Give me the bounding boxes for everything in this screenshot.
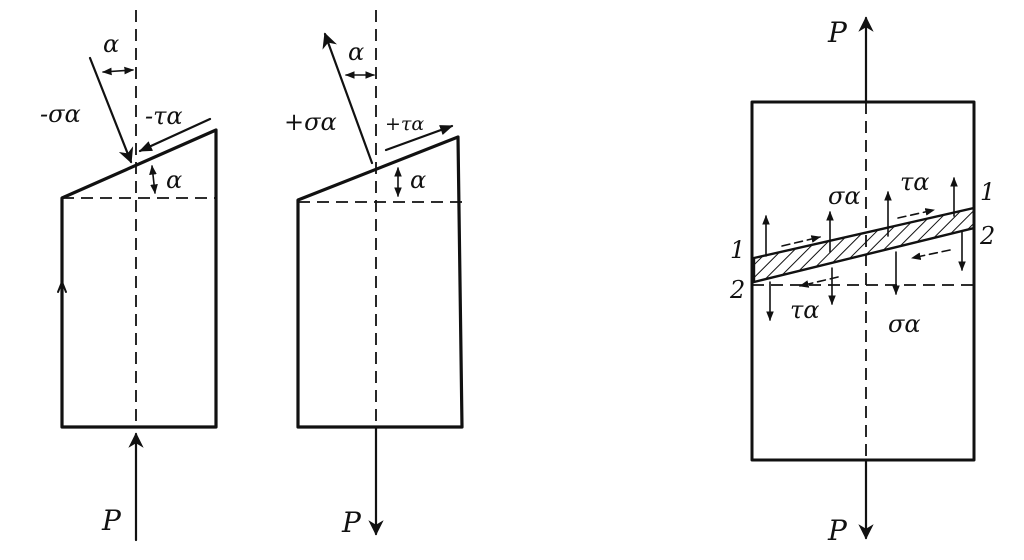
alpha-label-top-2: α	[348, 38, 364, 66]
sigma-arrow-1	[88, 56, 134, 164]
tau-right-arrow-a	[781, 235, 821, 247]
alpha-label-cut-2: α	[410, 166, 426, 194]
layer-label-1-right: 1	[980, 178, 995, 206]
tau-left-arrow-a	[799, 276, 839, 288]
body-outline-1	[60, 128, 218, 429]
edge-arrow-mark	[57, 281, 67, 293]
tau-label-lower: τα	[790, 296, 819, 324]
alpha-arc-top-1	[102, 66, 134, 76]
minus-tau-label: -τα	[145, 102, 183, 130]
layer-label-2-left: 2	[729, 276, 745, 304]
sigma-arrow-2	[322, 32, 374, 165]
figure-compression: α -σα -τα α P	[40, 10, 218, 542]
plus-tau-label: +τα	[385, 113, 424, 135]
alpha-label-cut-1: α	[166, 166, 182, 194]
body-outline-2	[296, 135, 464, 429]
alpha-arc-cut-1	[149, 165, 158, 194]
sigma-label-upper: σα	[828, 182, 861, 210]
plus-sigma-label: +σα	[284, 108, 337, 136]
tau-right-arrow-b	[897, 208, 935, 219]
alpha-label-top-1: α	[103, 30, 119, 58]
body-outline-3	[750, 100, 976, 462]
tau-arrow-1	[138, 117, 212, 153]
layer-label-1-left: 1	[730, 236, 745, 264]
force-label-top-3: P	[827, 16, 848, 49]
figure-element: P P σα τα τα σα 1 2 1 2	[729, 16, 995, 547]
tau-left-arrow-b	[911, 249, 951, 260]
minus-sigma-label: -σα	[40, 100, 81, 128]
tau-arrow-2	[384, 124, 454, 152]
figure-tension: α +σα +τα α P	[284, 10, 464, 539]
hatched-layer	[752, 206, 976, 284]
force-label-bottom-3: P	[827, 514, 848, 547]
force-label-1: P	[101, 504, 122, 537]
tau-label-upper: τα	[900, 168, 929, 196]
sigma-label-lower: σα	[888, 310, 921, 338]
force-label-2: P	[341, 506, 362, 539]
layer-label-2-right: 2	[979, 222, 995, 250]
